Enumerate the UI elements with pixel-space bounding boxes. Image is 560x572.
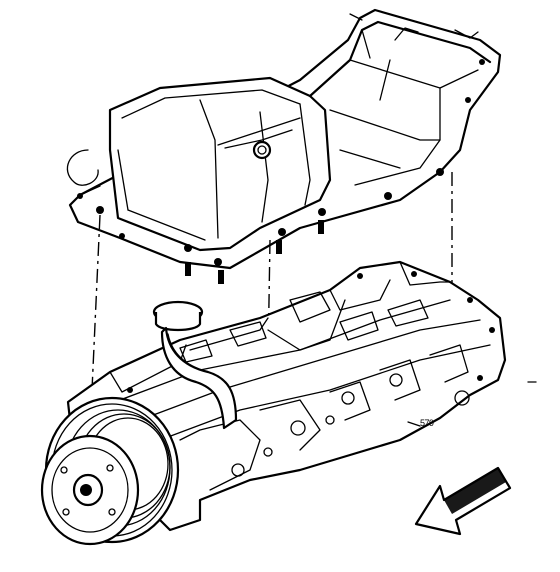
crankshaft-balancer (40, 396, 180, 546)
oil-pan (66, 8, 502, 284)
oil-fill-tube (152, 300, 238, 430)
oil-pan-sump (108, 76, 332, 252)
diagram-code-label: 579 (420, 418, 434, 428)
oil-pan-bolts (77, 59, 485, 284)
front-direction-arrow-icon (414, 466, 512, 536)
drain-plug (252, 140, 272, 160)
